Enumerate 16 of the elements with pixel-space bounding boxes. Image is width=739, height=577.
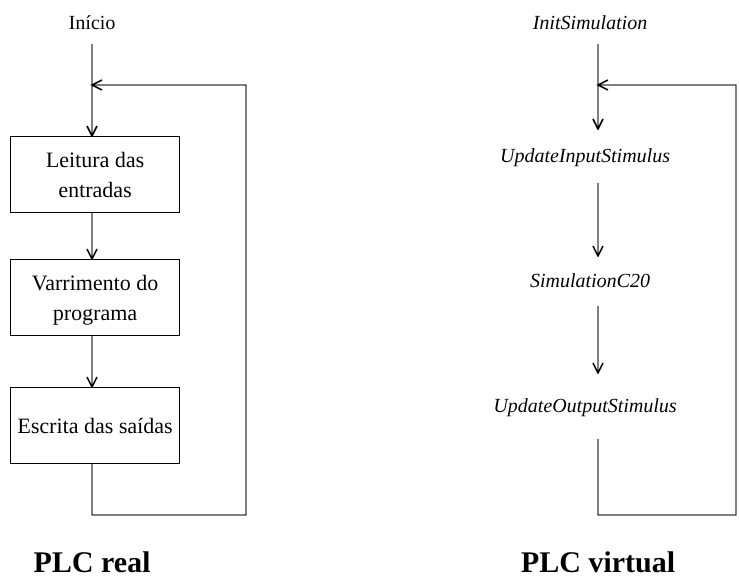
process-box: Leitura das entradas: [10, 136, 180, 213]
diagram-heading: PLC virtual: [520, 545, 676, 577]
step-label: UpdateOutputStimulus: [445, 393, 725, 419]
feedback-arrow: [86, 79, 246, 516]
step-label: InitSimulation: [490, 10, 690, 36]
step-label: UpdateInputStimulus: [460, 143, 710, 169]
feedback-arrow: [592, 79, 736, 516]
process-box: Varrimento do programa: [10, 259, 180, 336]
process-box: Escrita das saídas: [10, 387, 180, 464]
arrow: [592, 306, 604, 374]
arrow: [86, 336, 98, 388]
step-label: SimulationC20: [490, 268, 690, 294]
diagram-heading: PLC real: [32, 545, 152, 577]
arrow: [86, 212, 98, 260]
arrow: [592, 182, 604, 257]
step-label: Início: [32, 10, 152, 36]
